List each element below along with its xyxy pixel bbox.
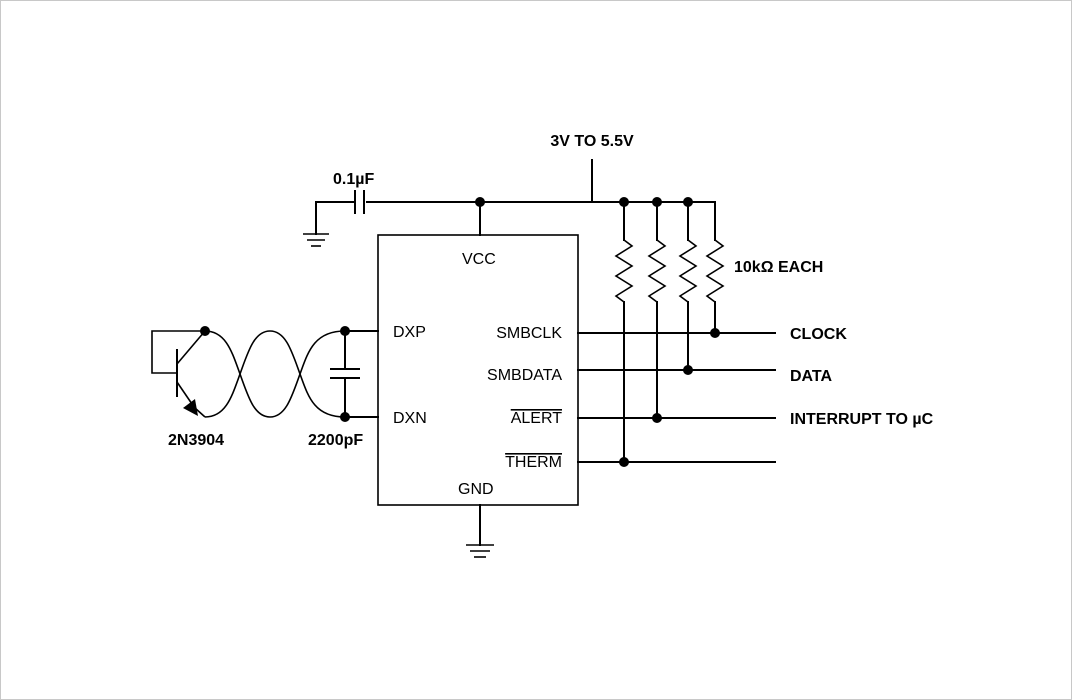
output-data-label: DATA (790, 368, 833, 385)
pin-therm: THERM (505, 454, 562, 471)
pullup-resistor-data (678, 201, 698, 371)
pin-gnd: GND (458, 481, 494, 498)
pin-smbdata: SMBDATA (487, 367, 562, 384)
pullup-resistor-alert (647, 201, 667, 419)
supply-voltage-label: 3V TO 5.5V (550, 133, 634, 150)
bypass-capacitor-label: 0.1µF (333, 171, 374, 188)
pin-alert: ALERT (511, 410, 563, 427)
pin-dxp: DXP (393, 324, 426, 341)
output-clock-label: CLOCK (790, 326, 847, 343)
junction-dots (200, 197, 720, 467)
pullup-resistor-clock (705, 201, 725, 334)
bypass-capacitor (303, 190, 365, 247)
ic-body (377, 234, 579, 506)
ic-ground (466, 504, 494, 558)
transistor-label: 2N3904 (168, 432, 224, 449)
output-interrupt-label: INTERRUPT TO µC (790, 411, 934, 428)
pullup-resistor-therm (614, 201, 634, 463)
filter-capacitor (330, 330, 360, 418)
pullup-resistor-label: 10kΩ EACH (734, 259, 823, 276)
transistor-2n3904 (151, 330, 206, 418)
twisted-pair (204, 330, 346, 418)
pin-vcc: VCC (462, 251, 496, 268)
pin-dxn: DXN (393, 410, 427, 427)
pin-smbclk: SMBCLK (496, 325, 562, 342)
filter-capacitor-label: 2200pF (308, 432, 363, 449)
supply-rail (366, 159, 716, 236)
